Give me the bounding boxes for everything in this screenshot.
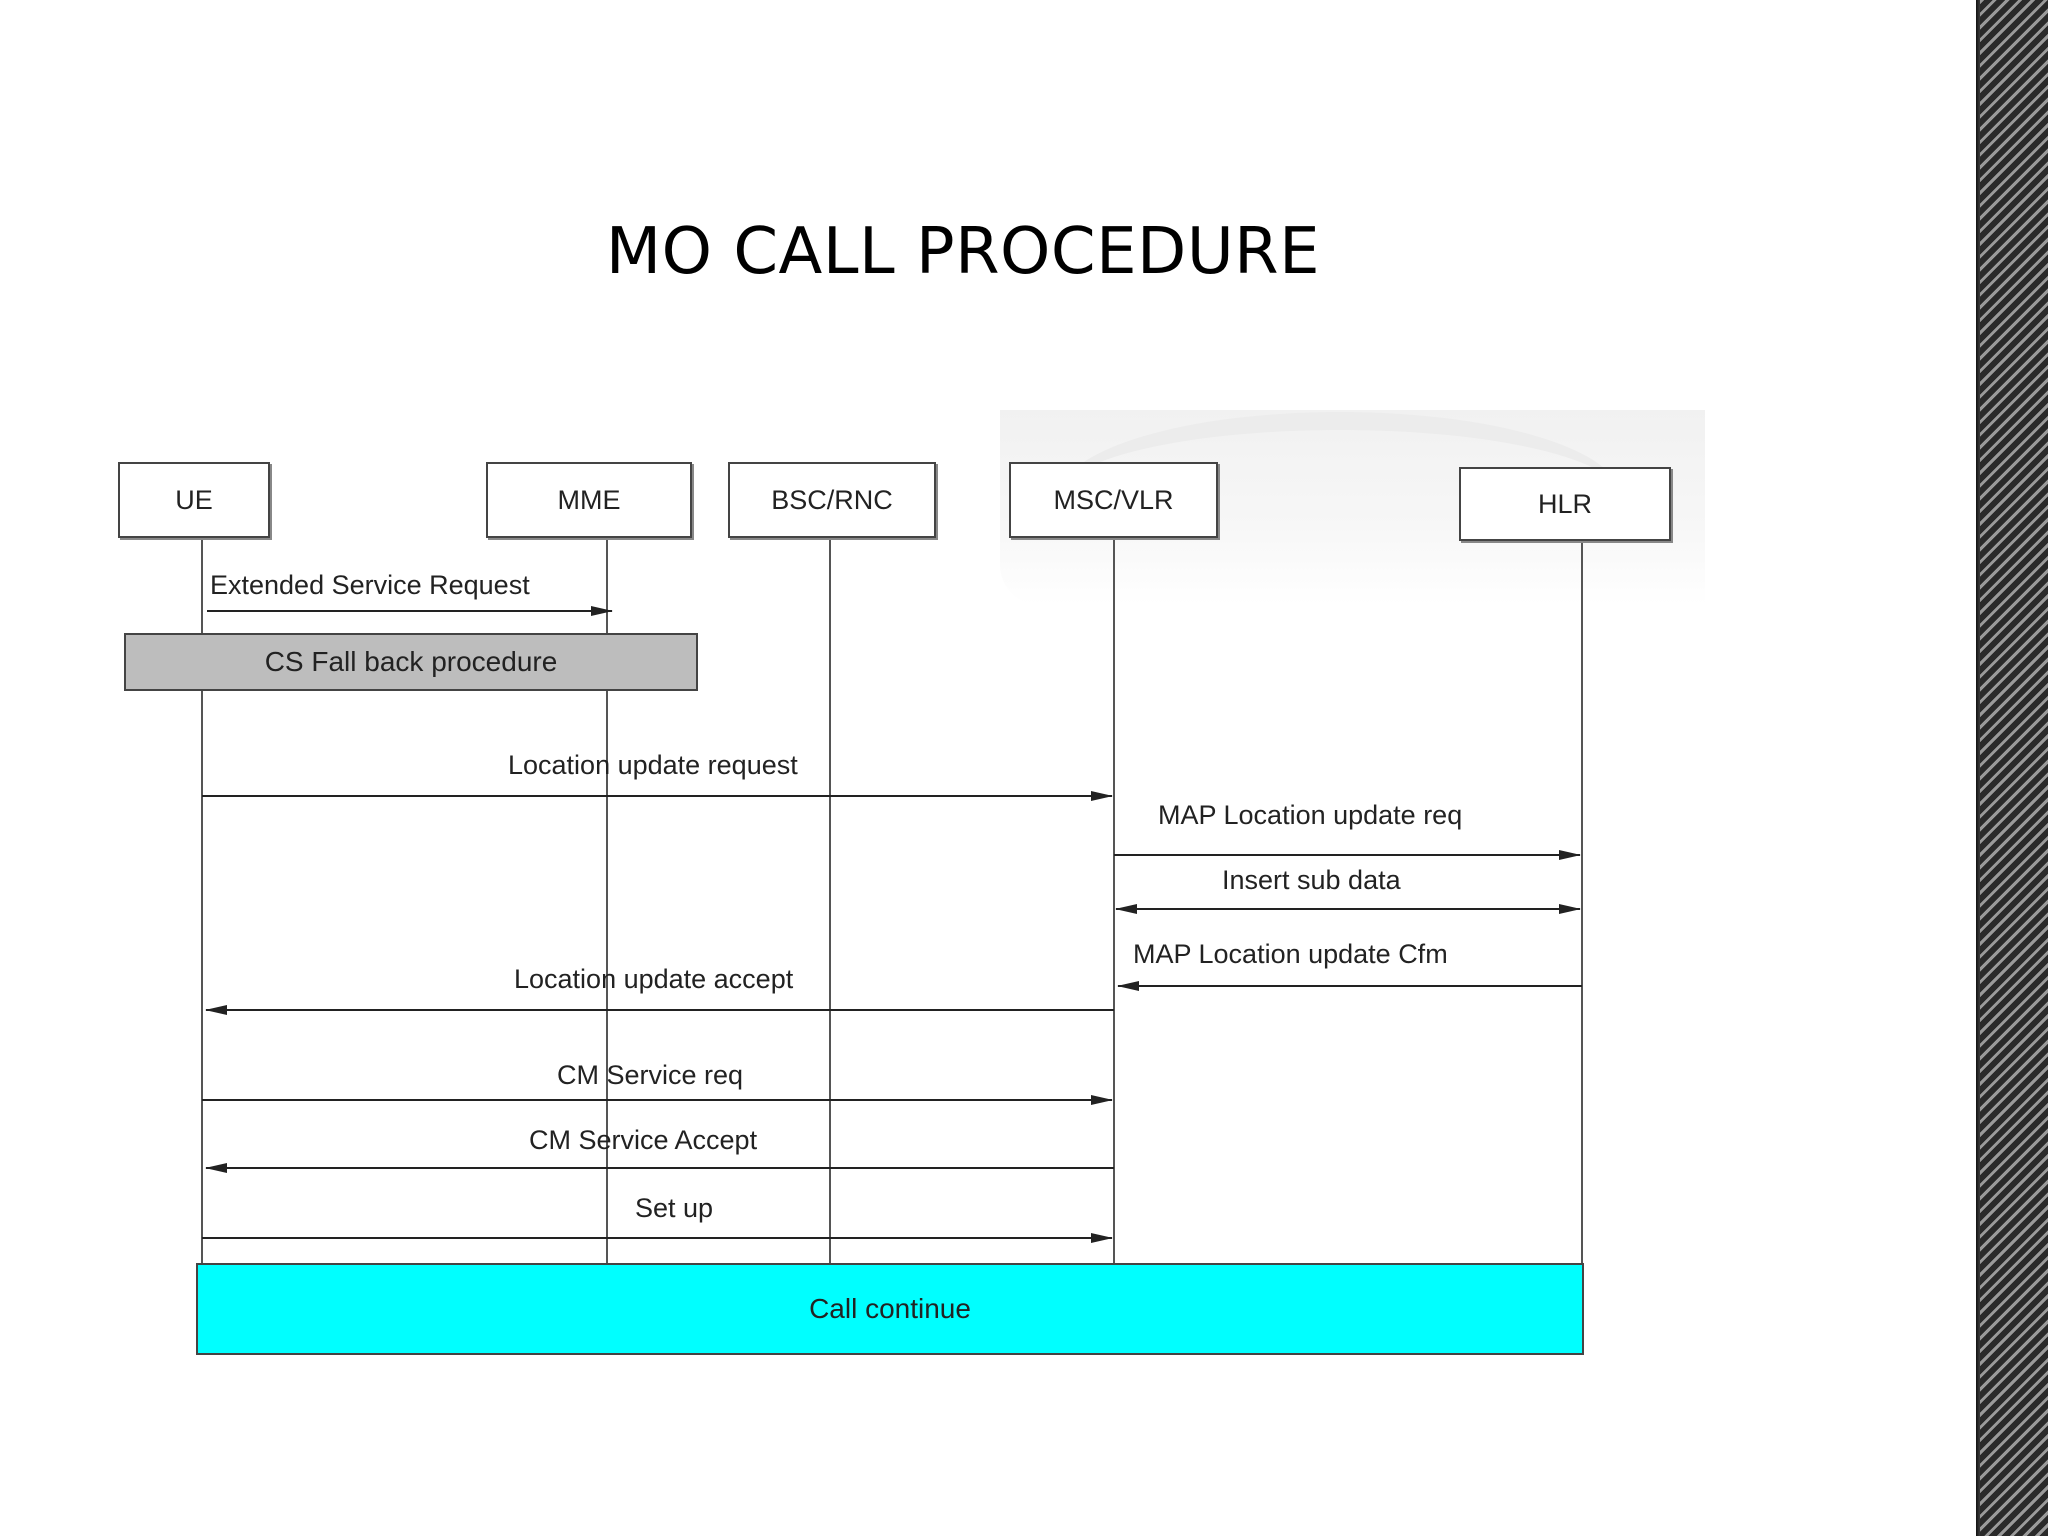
entity-msc-box: MSC/VLR — [1009, 462, 1218, 538]
label-insert-sub-data: Insert sub data — [1222, 865, 1401, 895]
label-location-update-request: Location update request — [508, 750, 798, 780]
entity-mme-box: MME — [486, 462, 692, 538]
slide-border-edge — [1976, 0, 1982, 1536]
label-map-location-update-req: MAP Location update req — [1158, 800, 1463, 830]
slide-title: MO CALL PROCEDURE — [605, 215, 1321, 289]
label-cm-service-req: CM Service req — [557, 1060, 744, 1090]
slide-decorative-strip — [1980, 0, 2048, 1536]
label-extended-service-request: Extended Service Request — [210, 570, 530, 600]
label-location-update-accept: Location update accept — [514, 964, 794, 994]
cs-fallback-procedure-box: CS Fall back procedure — [124, 633, 698, 691]
entity-ue-box: UE — [118, 462, 270, 538]
entity-hlr-box: HLR — [1459, 467, 1671, 541]
label-cm-service-accept: CM Service Accept — [529, 1125, 758, 1155]
entity-bsc-box: BSC/RNC — [728, 462, 936, 538]
label-map-location-update-cfm: MAP Location update Cfm — [1133, 939, 1448, 969]
label-set-up: Set up — [635, 1193, 714, 1223]
call-continue-box: Call continue — [196, 1263, 1584, 1355]
